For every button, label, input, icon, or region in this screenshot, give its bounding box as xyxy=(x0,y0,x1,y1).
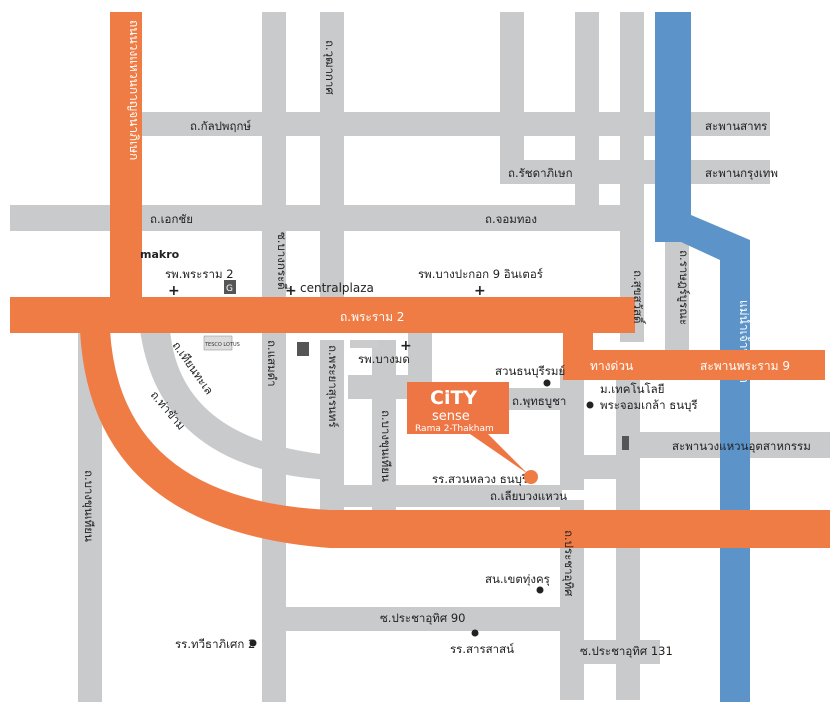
road-kanchana-ring xyxy=(342,485,562,507)
store-g-icon-2 xyxy=(297,342,309,356)
label-samae-dam: ถ.แสมดำ xyxy=(265,340,279,387)
minor-roads xyxy=(10,12,830,702)
label-rama9: สะพานพระราม 9 xyxy=(700,359,790,373)
place-makro: makro xyxy=(140,248,180,261)
places: makro รพ.พระราม 2 + G + centralplaza รพ.… xyxy=(140,248,698,656)
label-kanlapaphruek: ถ.กัลปพฤกษ์ xyxy=(190,119,251,133)
road-expressway xyxy=(563,350,825,380)
bangmod-logo xyxy=(350,340,378,348)
hospital-cross-icon-3: + xyxy=(474,283,486,299)
label-sathorn: สะพานสาทร xyxy=(705,119,767,133)
road-vertical-h xyxy=(665,230,689,350)
label-kanchana-ring: ถ.เลียบวงแหวน xyxy=(490,489,567,503)
road-vertical-b xyxy=(320,12,344,312)
dot-kmutt xyxy=(586,401,594,409)
label-ekkachai: ถ.เอกชัย xyxy=(150,212,193,226)
monument-icon xyxy=(622,436,629,450)
label-expressway: ทางด่วน xyxy=(590,359,633,373)
label-soi-pracha-uthit-90: ซ.ประชาอุทิศ 90 xyxy=(380,611,465,625)
road-vertical-e xyxy=(500,12,524,172)
label-industrial-ring: สะพานวงแหวนอุตสาหกรรม xyxy=(672,439,811,453)
road-lower-h3 xyxy=(580,455,640,479)
road-kanchanaphisek-curve xyxy=(80,330,830,548)
badge-box xyxy=(407,382,509,434)
road-expressway-connector xyxy=(563,330,593,370)
place-central-plaza: centralplaza xyxy=(300,281,374,295)
road-vertical-c xyxy=(320,340,344,540)
dot-suanthon xyxy=(543,379,551,387)
place-kmutt-2: พระจอมเกล้า ธนบุรี xyxy=(600,398,698,412)
label-thian-ruam-mit: ถ.พระยาสุเรนทร์ xyxy=(326,345,340,428)
road-inner-curve xyxy=(140,330,330,480)
road-orange-vertical xyxy=(110,12,142,312)
label-wutthakat: ถ.วุฒากาศ xyxy=(323,40,337,95)
place-school-sarasas: รร.สารสาสน์ xyxy=(450,642,514,656)
place-school-suanthon: รร.สวนหลวง ธนบุรี xyxy=(432,472,528,486)
place-school-thawee: รร.ทวีธาภิเศก 2 xyxy=(175,637,255,651)
road-ekkachai xyxy=(10,205,630,231)
tesco-logo xyxy=(203,335,233,351)
place-suanthon: สวนธนบุรีรมย์ xyxy=(495,364,565,378)
main-roads xyxy=(10,12,830,548)
label-krungthep: สะพานกรุงเทพ xyxy=(705,166,778,180)
dot-school-thawee xyxy=(249,639,257,647)
dot-school-sarasas xyxy=(471,629,479,637)
place-bangmod-hospital: รพ.บางมด xyxy=(358,352,410,366)
label-vertical-left: ถ.บางขุนเทียน xyxy=(82,470,96,542)
road-ratchadaphisek xyxy=(500,160,770,184)
project-location-marker xyxy=(524,470,538,484)
badge-logo-bottom: sense xyxy=(432,409,470,424)
hospital-cross-icon-4: + xyxy=(400,338,412,354)
store-g-icon xyxy=(224,280,236,294)
road-lower-h2 xyxy=(580,640,660,664)
badge-pointer xyxy=(470,434,528,474)
river-body xyxy=(655,12,691,242)
badge-logo-top: CiTY xyxy=(430,387,477,409)
label-soi-pracha-uthit-131: ซ.ประชาอุทิศ 131 xyxy=(580,644,673,658)
badge-subtitle: Rama 2-Thakham xyxy=(415,424,494,434)
place-bangprakok-hospital: รพ.บางปะกอก 9 อินเตอร์ xyxy=(418,267,543,281)
label-kanchanaphisek: ถนนวงแหวนกาญจนาภิเษก xyxy=(127,20,141,160)
label-bang-khun-thian: ถ.บางขุนเทียน xyxy=(379,410,393,482)
road-lower-h1 xyxy=(286,607,576,631)
store-g-letter: G xyxy=(226,284,233,294)
road-rama2 xyxy=(10,297,635,333)
label-suk-sawat: ถ.สุขสวัสดิ์ xyxy=(631,270,647,325)
label-chom-thong: ถ.จอมทอง xyxy=(485,212,537,226)
river-bend xyxy=(655,200,750,702)
road-mid-h1 xyxy=(498,388,578,410)
place-temple-yai: สน.เขตทุ่งครุ xyxy=(485,572,550,586)
label-bang-kradi: ซ.บางกระดี่ xyxy=(275,232,290,290)
dot-temple-yai xyxy=(536,586,544,594)
place-kmutt-1: ม.เทคโนโลยี xyxy=(600,382,664,396)
label-ratburana: ถ.ราษฎร์บูรณะ xyxy=(677,250,691,325)
project-badge: CiTY sense Rama 2-Thakham xyxy=(407,382,538,484)
label-ratchadaphisek: ถ.รัชดาภิเษก xyxy=(508,166,573,180)
hospital-cross-icon: + xyxy=(168,283,180,299)
label-phutthabucha: ถ.พุทธบูชา xyxy=(512,394,566,408)
label-pracha-uthit: ถ.ประชาอุทิศ xyxy=(562,530,576,597)
river: แม่น้ำเจ้าพระยา xyxy=(655,12,753,702)
tesco-logo-text: TESCO LOTUS xyxy=(204,342,240,348)
label-rama2: ถ.พระราม 2 xyxy=(340,310,404,324)
place-rama2-hospital: รพ.พระราม 2 xyxy=(165,267,234,281)
hospital-cross-icon-2: + xyxy=(285,283,297,299)
